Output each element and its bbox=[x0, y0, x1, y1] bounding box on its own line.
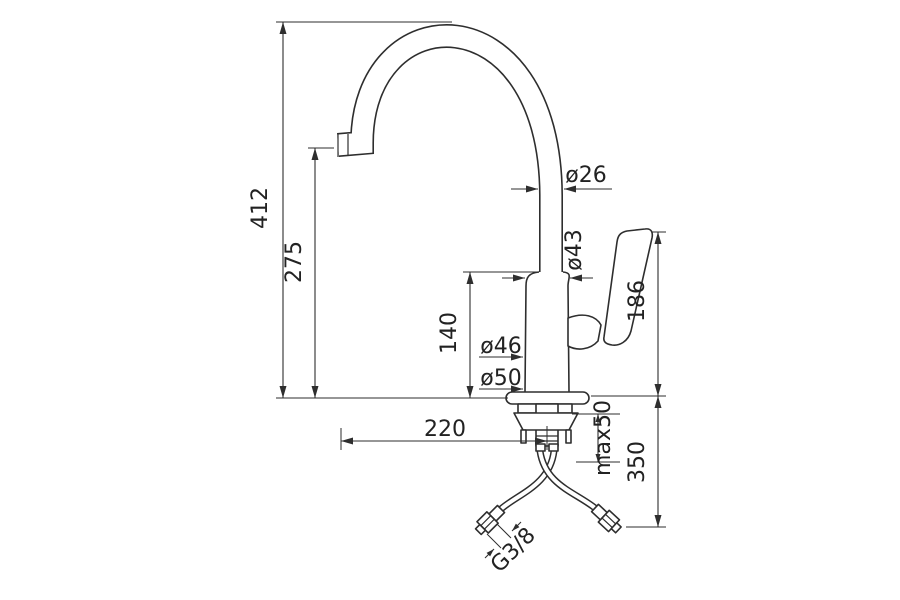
dimension-line bbox=[484, 548, 495, 559]
dimension-hose-thread: G3/8 bbox=[484, 521, 541, 578]
supply-hose-left-inner bbox=[499, 450, 556, 511]
dimension-label-hose-length: 350 bbox=[625, 441, 650, 483]
dimension-handle-height: 186 bbox=[591, 231, 666, 397]
dimension-label-body-diameter: ø46 bbox=[480, 334, 521, 359]
hose-collar-left bbox=[535, 443, 546, 452]
dimension-body-diameter: ø46 bbox=[479, 334, 523, 361]
dimension-label-handle-height: 186 bbox=[625, 280, 650, 322]
dimension-label-hose-thread: G3/8 bbox=[486, 523, 541, 578]
dimension-label-body-height: 140 bbox=[437, 312, 462, 354]
handle-lever bbox=[603, 228, 654, 346]
dimension-spout-tube-diameter: ø26 bbox=[511, 163, 612, 193]
dimension-line bbox=[511, 521, 522, 532]
dimension-spout-height: 275 bbox=[282, 147, 334, 398]
dimension-total-height: 412 bbox=[248, 21, 452, 398]
dimension-label-max-deck-thickness: max50 bbox=[591, 400, 616, 476]
body-left-edge bbox=[524, 271, 540, 393]
dimension-label-total-height: 412 bbox=[248, 187, 273, 229]
dimension-label-base-diameter: ø50 bbox=[480, 366, 521, 391]
mounting-stud-right bbox=[565, 429, 572, 444]
dimension-spout-reach: 220 bbox=[340, 417, 548, 450]
extension-line bbox=[486, 533, 502, 549]
extension-line bbox=[496, 523, 512, 539]
hose-collar-right bbox=[548, 443, 559, 452]
hose-fitting-right bbox=[590, 503, 622, 534]
body-right-edge bbox=[562, 271, 571, 393]
mounting-washer bbox=[513, 412, 579, 431]
dimension-hose-length: 350 bbox=[625, 396, 666, 528]
dimensions: 412 275 ø26 ø43 140 ø46 bbox=[248, 21, 666, 578]
dimension-body-top-diameter: ø43 bbox=[502, 229, 593, 282]
dimension-base-diameter: ø50 bbox=[479, 366, 523, 393]
hose-fitting-left bbox=[474, 504, 506, 536]
dimension-label-spout-height: 275 bbox=[282, 241, 307, 283]
dimension-label-body-top-diameter: ø43 bbox=[562, 229, 587, 270]
faucet-outline bbox=[337, 24, 654, 536]
base-flange bbox=[505, 391, 590, 405]
supply-hose-left bbox=[498, 450, 558, 512]
spout-tube-inner bbox=[337, 25, 562, 272]
dimension-body-height: 140 bbox=[437, 271, 537, 398]
supply-hose-right-inner bbox=[538, 450, 597, 510]
handle-neck bbox=[567, 314, 602, 350]
dimension-label-spout-reach: 220 bbox=[424, 417, 466, 442]
dimension-label-spout-tube-diameter: ø26 bbox=[565, 163, 606, 188]
dimension-max-deck-thickness: max50 bbox=[572, 400, 620, 476]
supply-hose-right bbox=[536, 450, 598, 511]
